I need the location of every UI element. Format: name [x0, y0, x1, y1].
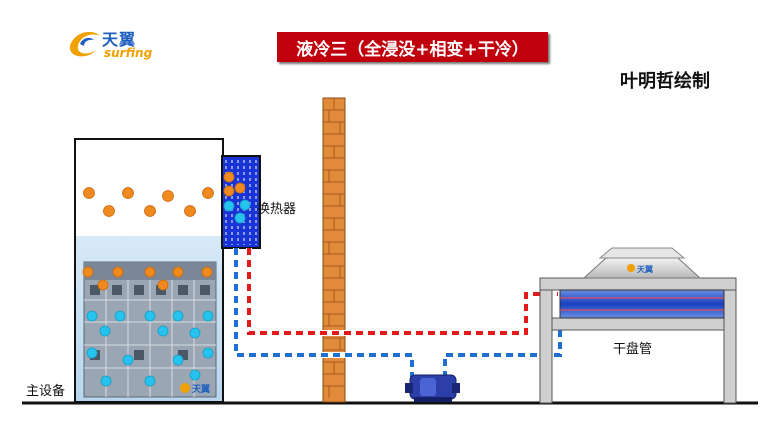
author-credit: 叶明哲绘制	[620, 71, 710, 92]
title-banner: 液冷三（全浸没+相变+干冷）	[277, 32, 548, 62]
brick-wall	[322, 97, 346, 403]
liquid-bubbles	[86, 310, 214, 387]
tianyi-logo: 天翼 surfing	[66, 24, 166, 64]
svg-text:天翼: 天翼	[637, 264, 653, 274]
logo-english-text: surfing	[104, 46, 153, 60]
dry-cooler-label: 干盘管	[613, 342, 653, 357]
surfing-swirl-icon	[69, 31, 100, 57]
vapor-bubbles	[82, 187, 214, 291]
immersion-tank: 天翼	[74, 138, 224, 403]
main-equipment-label: 主设备	[26, 384, 66, 399]
heat-exchanger	[221, 155, 261, 249]
pump-icon	[405, 374, 460, 402]
heat-exchanger-label: 换热器	[257, 202, 297, 217]
svg-text:天翼: 天翼	[192, 384, 210, 395]
dry-cooler: 天翼	[539, 247, 737, 404]
cold-supply-pipe	[233, 248, 563, 378]
logo-chinese-text: 天翼	[102, 30, 137, 49]
fan-icon: 天翼	[582, 247, 702, 279]
hot-return-pipe	[246, 248, 558, 336]
